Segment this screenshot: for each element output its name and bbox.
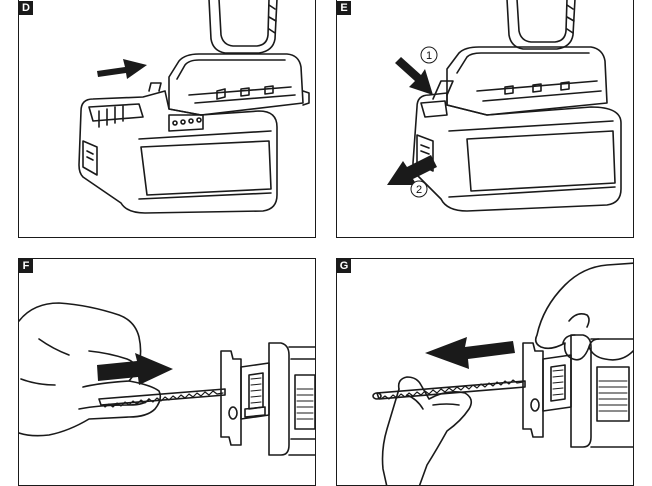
drill-handle xyxy=(506,0,576,50)
panel-f-letter: F xyxy=(19,259,33,273)
saw-blade-illustration xyxy=(98,388,226,408)
step-marker-1: 1 xyxy=(420,46,438,64)
saw-clamp-illustration xyxy=(522,334,633,448)
arrow-left-icon xyxy=(425,337,515,369)
battery-illustration xyxy=(78,82,278,214)
panel-e: E xyxy=(336,0,634,238)
arrow-down-right-icon xyxy=(395,57,433,95)
panel-d-illustration xyxy=(78,0,310,214)
panel-d-letter: D xyxy=(19,1,33,15)
svg-text:2: 2 xyxy=(416,184,422,196)
arrow-right-icon xyxy=(97,59,147,79)
panel-f: F xyxy=(18,258,316,486)
saw-clamp-illustration xyxy=(220,342,315,456)
drill-foot xyxy=(446,46,608,116)
saw-blade-illustration xyxy=(372,379,526,400)
arrow-down-left-icon xyxy=(387,155,437,185)
panel-g-illustration xyxy=(372,262,633,485)
battery-illustration xyxy=(412,80,622,212)
panel-f-illustration xyxy=(19,302,315,456)
svg-text:1: 1 xyxy=(426,50,432,62)
panel-d: D xyxy=(18,0,316,238)
hand-upper-illustration xyxy=(534,262,633,361)
step-marker-2: 2 xyxy=(410,180,428,198)
arrow-right-icon xyxy=(97,353,173,385)
panel-e-letter: E xyxy=(337,1,351,15)
drill-foot xyxy=(168,53,310,116)
hand-lower-illustration xyxy=(381,376,473,485)
drill-handle xyxy=(208,0,278,54)
panel-g-letter: G xyxy=(337,259,351,273)
panel-e-illustration: 1 2 xyxy=(387,0,622,212)
panel-g: G xyxy=(336,258,634,486)
